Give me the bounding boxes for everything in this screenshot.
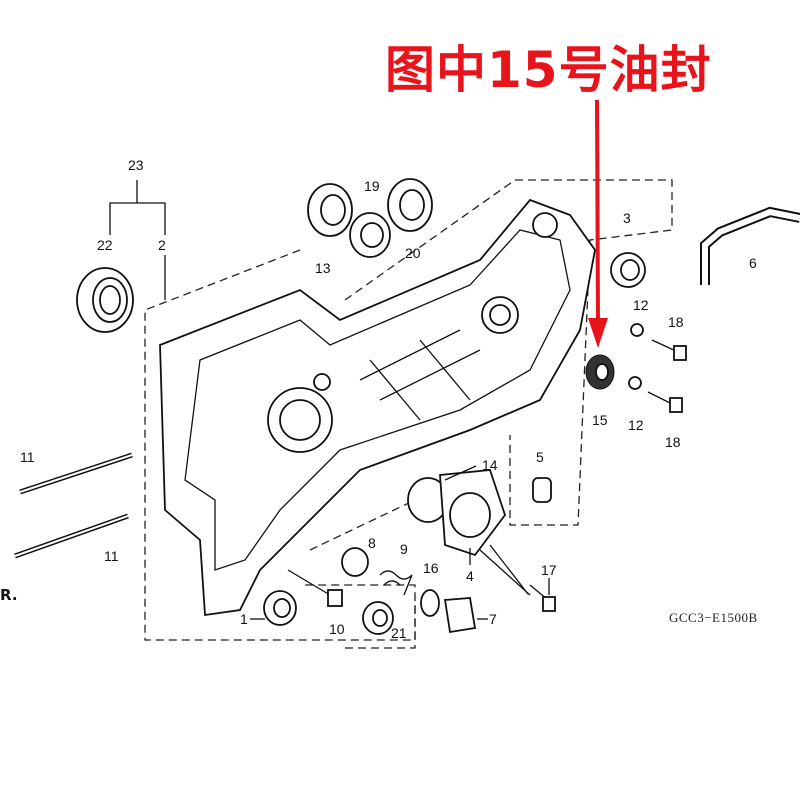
callout-6: 6	[749, 255, 757, 271]
crankcase	[159, 198, 596, 617]
callout-7: 7	[489, 611, 497, 627]
bearing-21	[362, 601, 394, 635]
callout-21: 21	[391, 625, 407, 641]
callout-11a: 11	[20, 449, 35, 465]
callout-17: 17	[541, 562, 557, 578]
callout-23: 23	[128, 157, 144, 173]
bearing-22	[76, 267, 134, 333]
callout-18b: 18	[665, 434, 681, 450]
pointer-arrow	[588, 99, 608, 348]
callout-10: 10	[329, 621, 345, 637]
callout-5: 5	[536, 449, 544, 465]
group-outline-crankcase	[144, 249, 416, 641]
bearing-1	[263, 590, 297, 626]
callout-14: 14	[482, 457, 498, 473]
edge-text: R.	[0, 586, 18, 604]
diagram-title: 图中15号油封	[385, 41, 712, 99]
callout-22: 22	[97, 237, 113, 253]
callout-1: 1	[240, 611, 248, 627]
callout-3: 3	[623, 210, 631, 226]
group-outline-pump	[309, 499, 416, 551]
group-outline-pump-lower	[345, 600, 416, 649]
bearing-19	[349, 212, 391, 258]
callout-16: 16	[423, 560, 439, 576]
callout-18a: 18	[668, 314, 684, 330]
oil-seal-15	[585, 354, 615, 390]
callout-12b: 12	[628, 417, 644, 433]
callout-19: 19	[364, 178, 380, 194]
callout-12a: 12	[633, 297, 649, 313]
callout-11b: 11	[104, 548, 119, 564]
callout-2: 2	[158, 237, 166, 253]
bearing-20	[387, 178, 433, 232]
callout-8: 8	[368, 535, 376, 551]
callout-13: 13	[315, 260, 331, 276]
callout-4: 4	[466, 568, 474, 584]
bearing-13	[307, 183, 353, 237]
callout-20: 20	[405, 245, 421, 261]
diagram-code: GCC3−E1500B	[669, 610, 758, 625]
bearing-3	[610, 252, 646, 288]
group-outline-right	[344, 179, 673, 526]
callout-15: 15	[592, 412, 608, 428]
callout-9: 9	[400, 541, 408, 557]
